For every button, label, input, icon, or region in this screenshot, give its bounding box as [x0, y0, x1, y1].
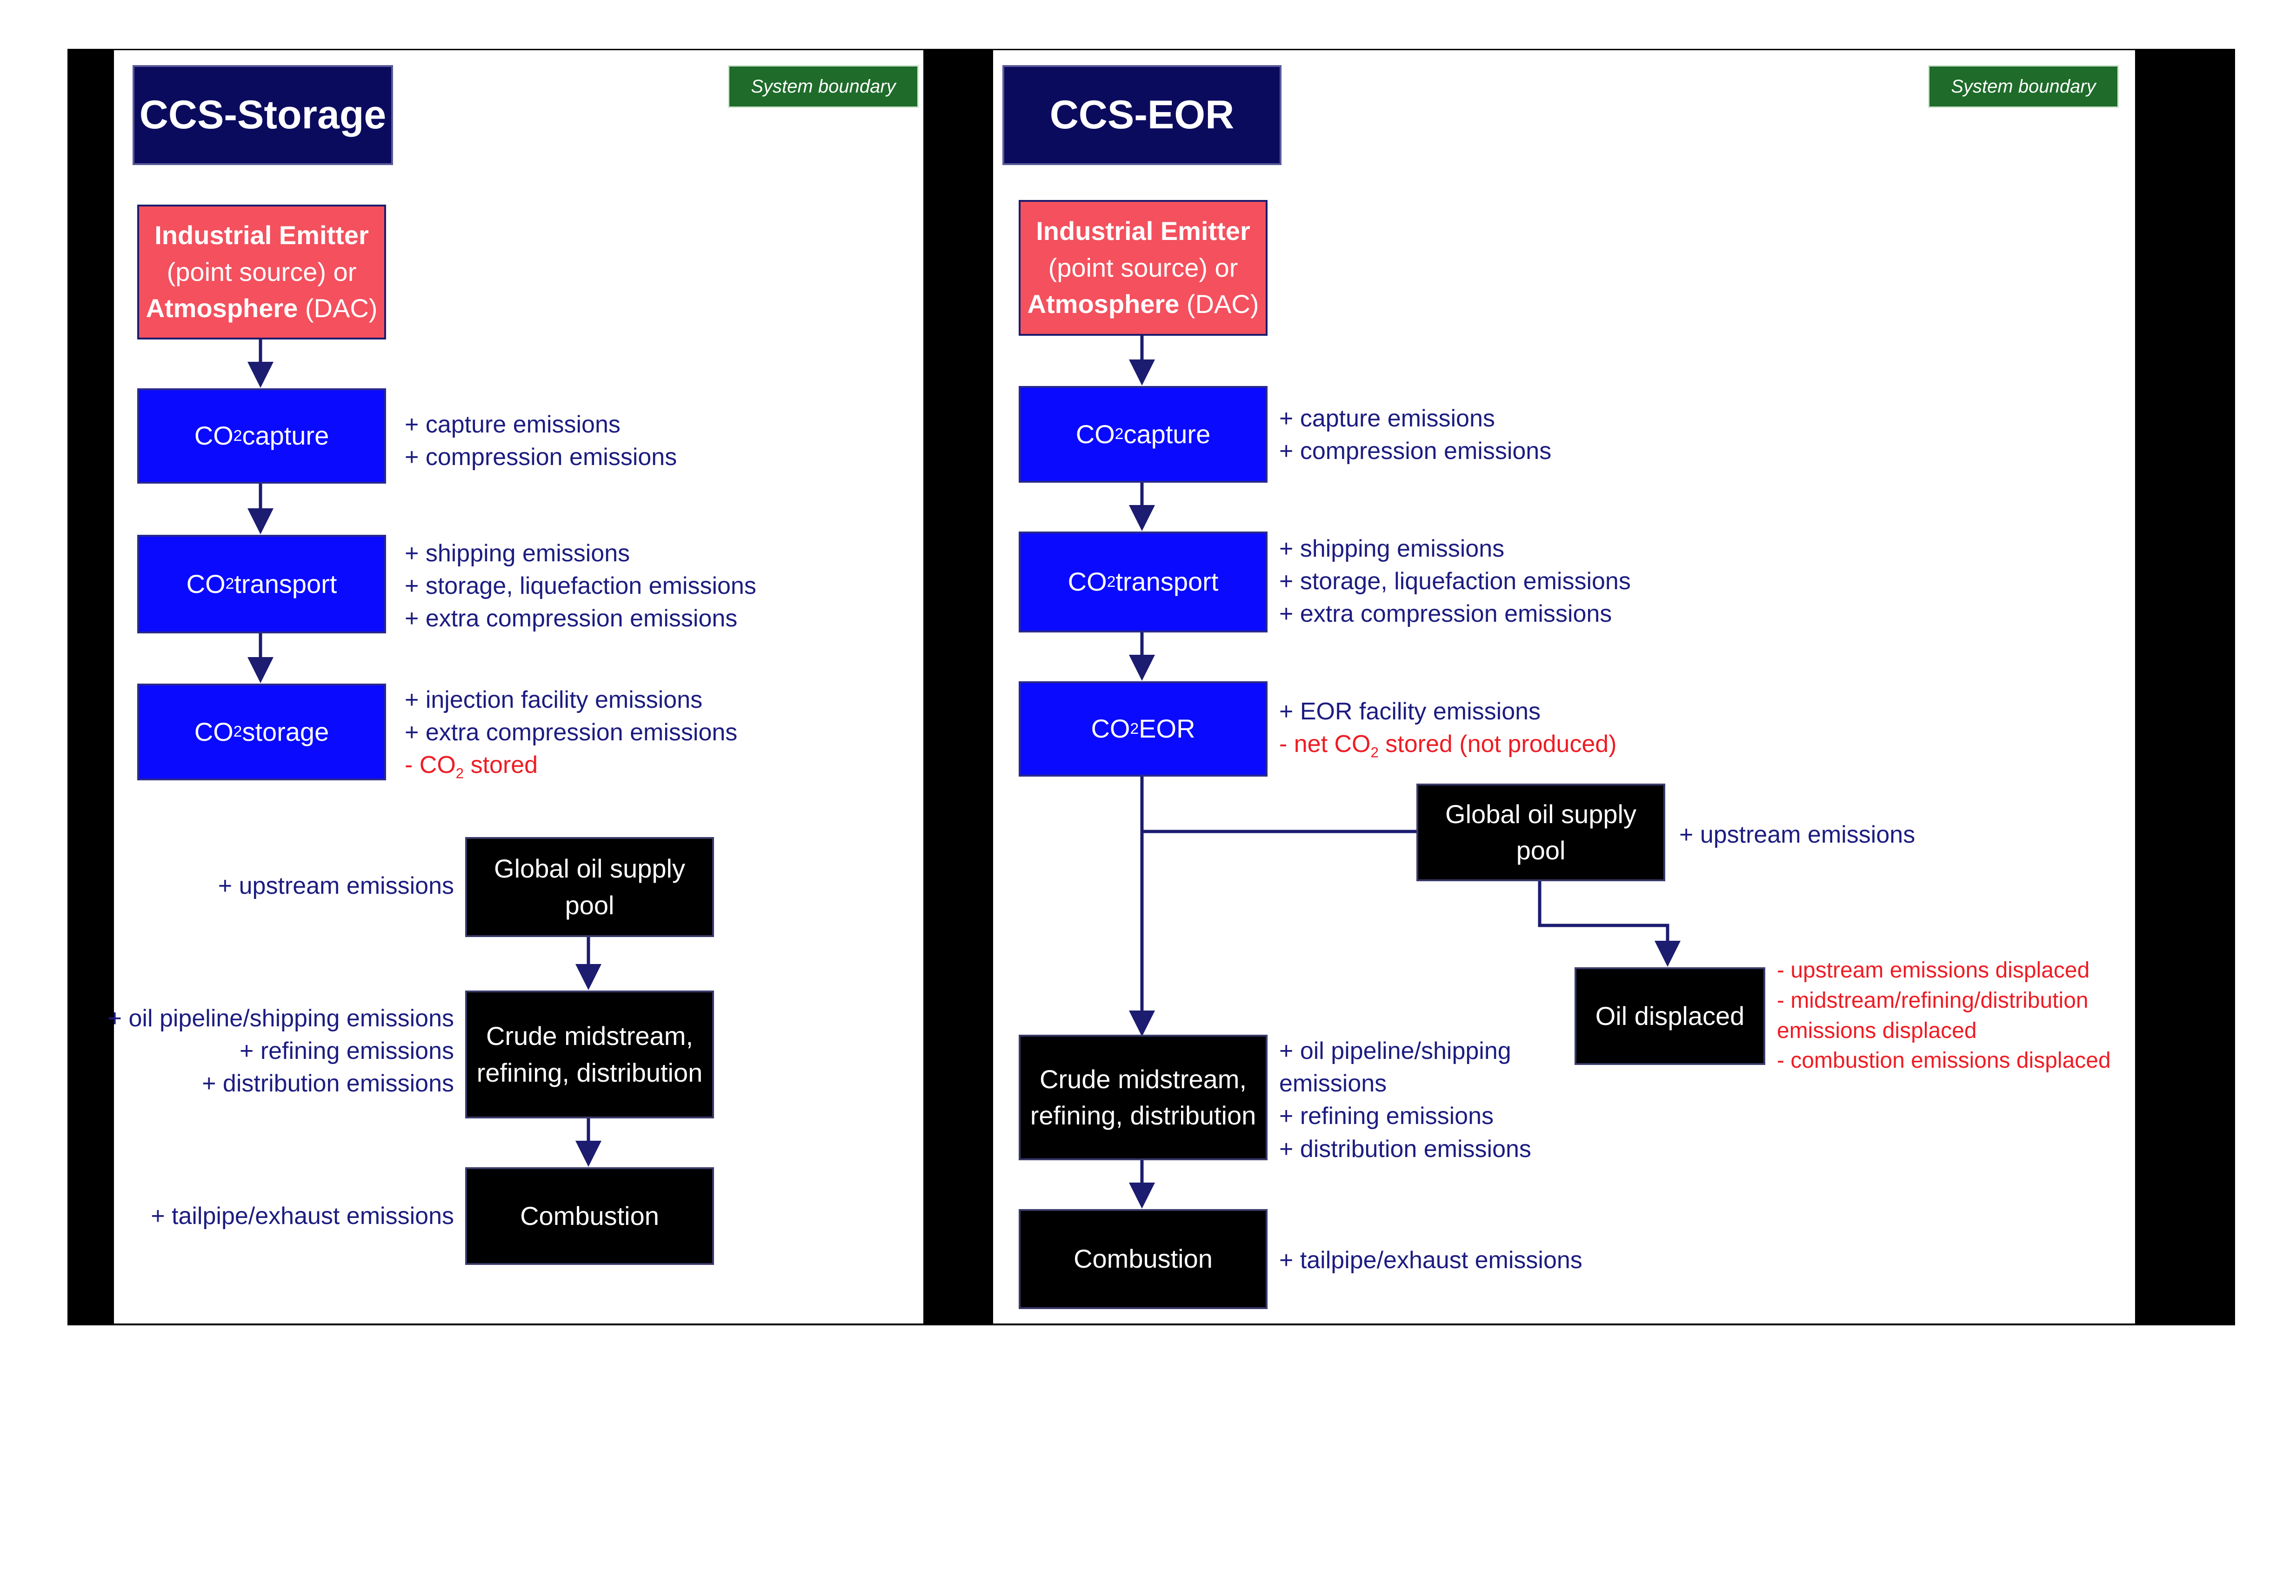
note-negative: - upstream emissions displaced [1777, 958, 2090, 983]
note-line: emissions [1279, 1070, 1387, 1097]
right-transport-notes: + shipping emissions + storage, liquefac… [1279, 532, 1631, 631]
note-negative: emissions displaced [1777, 1018, 1977, 1043]
left-oil-pool-note: + upstream emissions [218, 872, 454, 899]
note-line: + EOR facility emissions [1279, 698, 1541, 725]
left-title: CCS-Storage [133, 65, 393, 165]
note-line: + oil pipeline/shipping [1279, 1037, 1511, 1064]
left-system-boundary-badge: System boundary [728, 65, 919, 108]
right-title: CCS-EOR [1002, 65, 1281, 165]
left-capture-notes: + capture emissions + compression emissi… [405, 408, 677, 473]
note-negative: - CO2 stored [405, 751, 538, 782]
right-oil-pool-box: Global oil supply pool [1416, 784, 1665, 881]
note-line: + distribution emissions [1279, 1135, 1531, 1163]
right-midstream-notes: + oil pipeline/shipping emissions + refi… [1279, 1035, 1531, 1165]
right-oil-displaced-box: Oil displaced [1575, 967, 1765, 1065]
note-line: + extra compression emissions [405, 605, 738, 632]
right-emitter-box: Industrial Emitter (point source) or Atm… [1019, 200, 1268, 336]
note-line: + storage, liquefaction emissions [1279, 568, 1631, 595]
note-line: + refining emissions [240, 1037, 454, 1065]
note-line: + shipping emissions [405, 540, 630, 567]
note-line: + extra compression emissions [405, 719, 738, 746]
right-system-boundary-badge: System boundary [1928, 65, 2119, 108]
emitter-line1: Industrial Emitter [1036, 216, 1250, 246]
emitter-line2: (point source) or [1048, 253, 1238, 282]
right-midstream-box: Crude midstream, refining, distribution [1019, 1035, 1268, 1160]
note-negative: - midstream/refining/distribution [1777, 988, 2089, 1013]
emitter-line1: Industrial Emitter [154, 220, 369, 250]
note-line: + compression emissions [405, 444, 677, 471]
emitter-atmosphere: Atmosphere [146, 293, 298, 323]
note-line: + oil pipeline/shipping emissions [107, 1005, 454, 1032]
note-line: + compression emissions [1279, 438, 1552, 465]
note-line: + distribution emissions [202, 1070, 454, 1097]
right-combustion-box: Combustion [1019, 1209, 1268, 1309]
left-combustion-box: Combustion [465, 1167, 714, 1265]
right-oil-pool-note: + upstream emissions [1679, 821, 1916, 848]
left-storage-notes: + injection facility emissions + extra c… [405, 684, 737, 784]
emitter-atmosphere: Atmosphere [1027, 289, 1180, 319]
right-eor-notes: + EOR facility emissions - net CO2 store… [1279, 695, 1616, 763]
left-emitter-box: Industrial Emitter (point source) or Atm… [137, 205, 386, 339]
note-line: + shipping emissions [1279, 535, 1505, 562]
emitter-line2: (point source) or [167, 257, 357, 286]
note-line: + capture emissions [405, 411, 621, 438]
note-line: + storage, liquefaction emissions [405, 572, 756, 600]
right-combustion-note: + tailpipe/exhaust emissions [1279, 1247, 1582, 1274]
left-midstream-notes: + oil pipeline/shipping emissions + refi… [108, 1002, 454, 1100]
emitter-dac: (DAC) [298, 293, 378, 323]
emitter-dac: (DAC) [1179, 289, 1259, 319]
left-oil-pool-box: Global oil supply pool [465, 837, 714, 937]
right-displaced-notes: - upstream emissions displaced - midstre… [1777, 956, 2111, 1076]
note-line: + refining emissions [1279, 1103, 1494, 1130]
note-negative: - combustion emissions displaced [1777, 1048, 2111, 1073]
note-negative: - net CO2 stored (not produced) [1279, 731, 1617, 761]
left-midstream-box: Crude midstream, refining, distribution [465, 991, 714, 1118]
note-line: + extra compression emissions [1279, 600, 1612, 628]
left-transport-notes: + shipping emissions + storage, liquefac… [405, 537, 756, 635]
note-line: + injection facility emissions [405, 686, 703, 713]
right-capture-notes: + capture emissions + compression emissi… [1279, 402, 1551, 467]
left-combustion-note: + tailpipe/exhaust emissions [151, 1203, 454, 1230]
note-line: + capture emissions [1279, 405, 1495, 432]
